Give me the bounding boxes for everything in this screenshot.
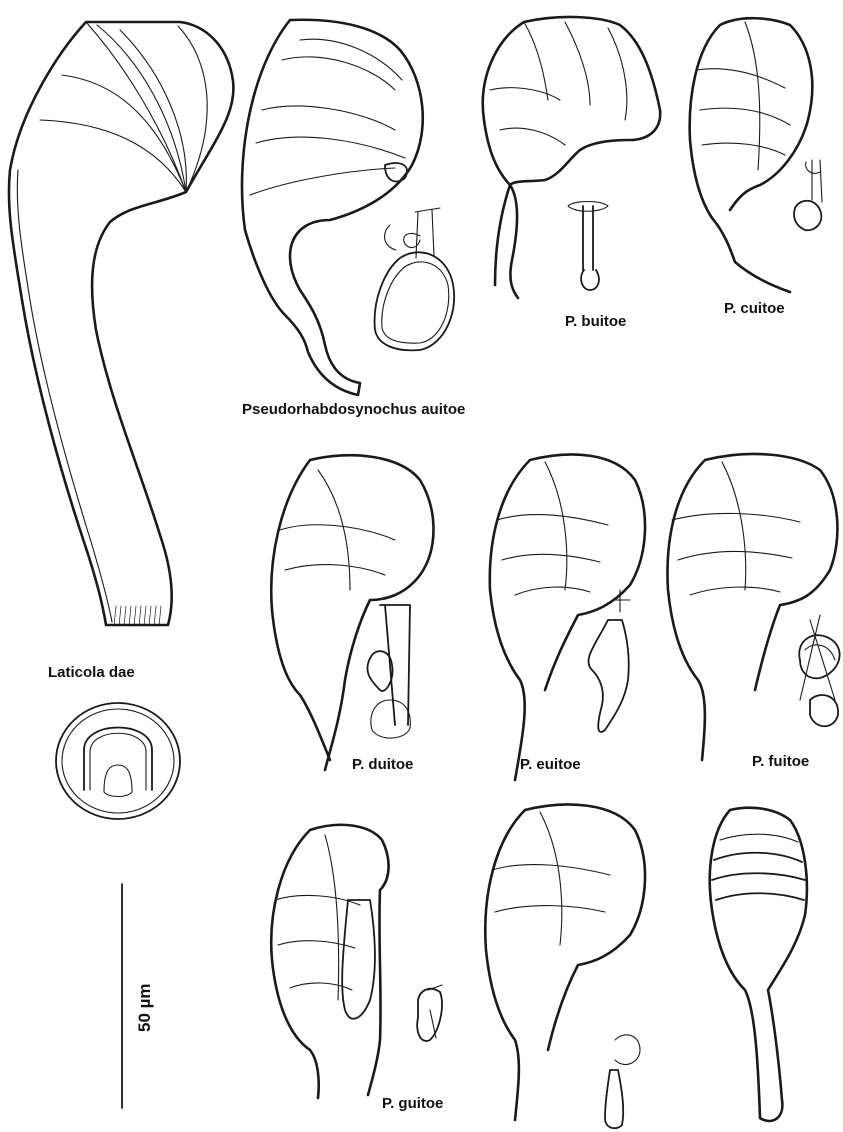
label-p-guitoe: P. guitoe <box>382 1095 443 1112</box>
laticola-hatching <box>114 606 161 626</box>
label-p-buitoe: P. buitoe <box>565 313 626 330</box>
p-auitoe-drawing <box>242 20 454 395</box>
p-euitoe-drawing <box>490 455 645 780</box>
p-fuitoe-drawing <box>667 454 839 760</box>
label-p-euitoe: P. euitoe <box>520 756 581 773</box>
label-p-cuitoe: P. cuitoe <box>724 300 785 317</box>
label-laticola-dae: Laticola dae <box>48 664 135 681</box>
unlabeled-organ-right-drawing <box>710 808 807 1121</box>
p-cuitoe-drawing <box>690 18 822 292</box>
label-p-duitoe: P. duitoe <box>352 756 413 773</box>
p-guitoe-drawing <box>271 825 442 1098</box>
label-p-fuitoe: P. fuitoe <box>752 753 809 770</box>
p-duitoe-drawing <box>271 455 433 770</box>
laticola-dae-drawing <box>9 22 234 626</box>
label-p-auitoe: Pseudorhabdosynochus auitoe <box>242 401 465 418</box>
scale-bar-label: 50 µm <box>135 983 154 1032</box>
unlabeled-organ-middle-drawing <box>485 805 645 1129</box>
cross-section-drawing <box>56 703 180 819</box>
p-buitoe-drawing <box>483 17 660 298</box>
